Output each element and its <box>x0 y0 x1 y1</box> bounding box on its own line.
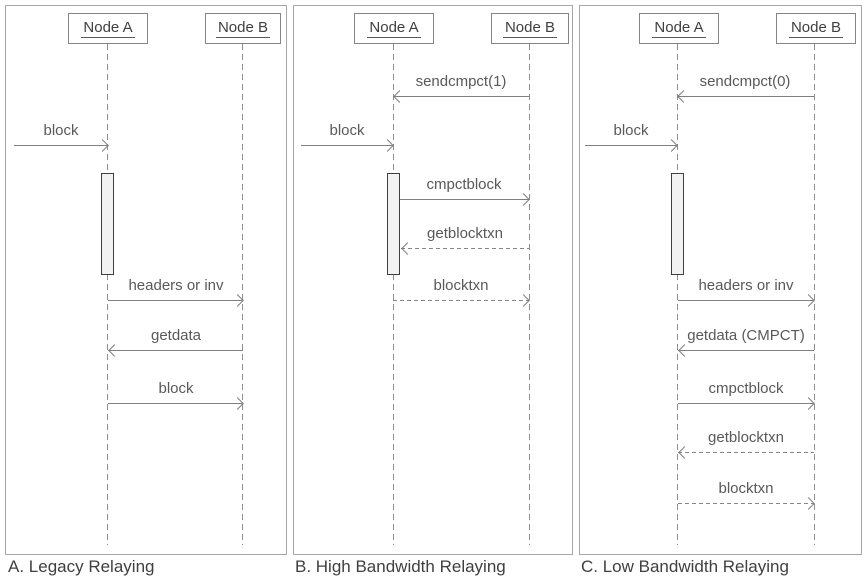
message-label: headers or inv <box>128 277 224 294</box>
message-line <box>400 199 529 200</box>
node-box-a: Node A <box>354 13 434 44</box>
lifeline-node-b <box>814 44 815 545</box>
message-label: sendcmpct(0) <box>699 73 791 90</box>
node-label: Node B <box>788 19 844 38</box>
message-line <box>401 248 529 249</box>
lifeline-node-a <box>107 44 108 545</box>
message-line <box>678 503 814 504</box>
message-label: cmpctblock <box>426 176 502 193</box>
message-line <box>301 145 393 146</box>
message-line <box>108 403 243 404</box>
message-label: blocktxn <box>718 480 774 497</box>
node-box-b: Node B <box>205 13 281 44</box>
message-line <box>678 452 814 453</box>
message-label: cmpctblock <box>708 380 784 397</box>
activation-bar <box>671 173 684 275</box>
node-box-a: Node A <box>68 13 148 44</box>
lifeline-node-b <box>242 44 243 545</box>
message-line <box>14 145 108 146</box>
message-label: getdata <box>150 327 202 344</box>
message-label: sendcmpct(1) <box>415 73 507 90</box>
message-line <box>678 350 814 351</box>
activation-bar <box>101 173 114 275</box>
panel-caption: B. High Bandwidth Relaying <box>295 557 506 576</box>
message-line <box>677 96 814 97</box>
message-line <box>585 145 677 146</box>
message-label: getblocktxn <box>427 225 503 242</box>
message-line <box>393 300 529 301</box>
message-line <box>678 403 814 404</box>
message-label: headers or inv <box>698 277 794 294</box>
message-line <box>108 350 243 351</box>
lifeline-node-a <box>393 44 394 545</box>
message-label: block <box>158 380 194 397</box>
node-label: Node A <box>652 19 706 38</box>
panel-caption: C. Low Bandwidth Relaying <box>581 557 789 576</box>
node-label: Node B <box>215 19 271 38</box>
panel-caption: A. Legacy Relaying <box>8 557 155 576</box>
node-box-b: Node B <box>776 13 856 44</box>
message-label: block <box>43 122 79 139</box>
lifeline-node-b <box>529 44 530 545</box>
message-label: getdata (CMPCT) <box>687 327 805 344</box>
node-label: Node B <box>502 19 558 38</box>
message-label: blocktxn <box>433 277 489 294</box>
node-label: Node A <box>81 19 135 38</box>
message-label: block <box>613 122 649 139</box>
lifeline-node-a <box>677 44 678 545</box>
message-label: getblocktxn <box>708 429 784 446</box>
activation-bar <box>387 173 400 275</box>
message-line <box>678 300 814 301</box>
node-label: Node A <box>367 19 421 38</box>
node-box-a: Node A <box>639 13 719 44</box>
message-line <box>108 300 243 301</box>
message-line <box>393 96 529 97</box>
panel-legacy-relaying <box>5 5 287 555</box>
node-box-b: Node B <box>491 13 569 44</box>
message-label: block <box>329 122 365 139</box>
